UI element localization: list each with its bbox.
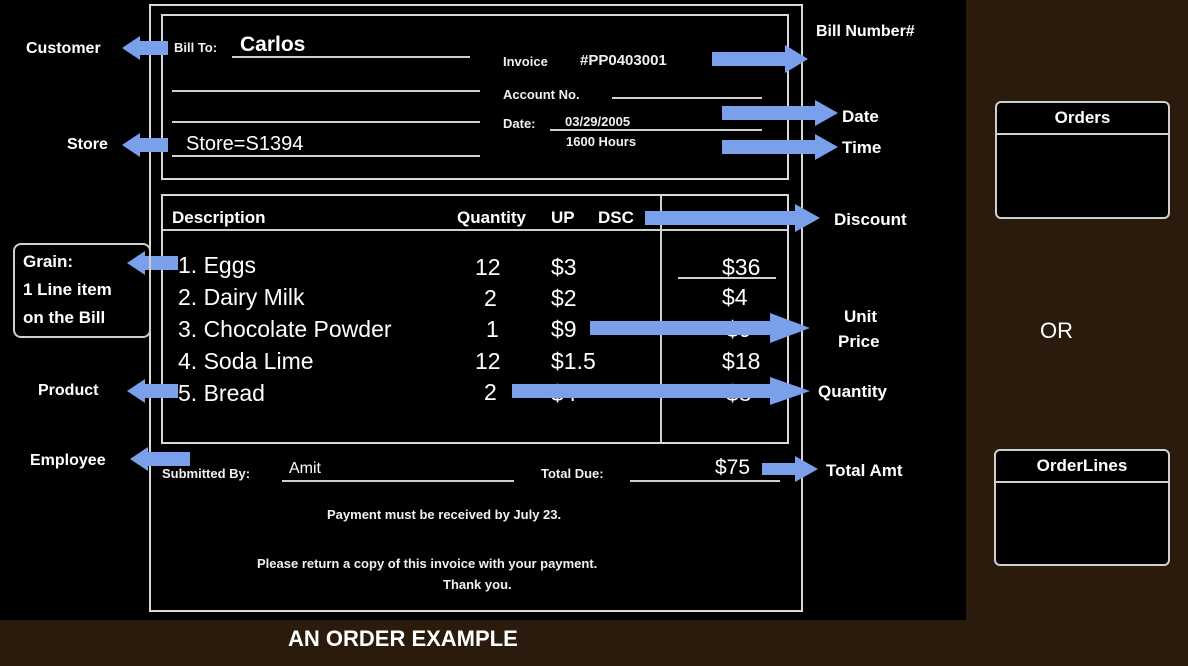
bill-number-label: Bill Number# [816, 23, 915, 40]
item-qty: 12 [475, 254, 501, 280]
total-amt-arrow-icon [762, 456, 818, 482]
item-up: $9 [551, 316, 577, 342]
invoice-number: #PP0403001 [580, 52, 667, 69]
store-line [172, 155, 480, 157]
account-label: Account No. [503, 87, 580, 102]
submitted-line [282, 480, 514, 482]
col-up: UP [551, 208, 575, 227]
item-desc: 5. Bread [178, 380, 265, 406]
orders-entity-title: Orders [997, 103, 1168, 135]
col-dsc: DSC [598, 208, 634, 227]
quantity-arrow-icon [512, 377, 810, 405]
or-text: OR [1040, 318, 1073, 343]
employee-arrow-icon [130, 447, 190, 471]
time-ann-label: Time [842, 138, 882, 157]
invoice-items-box [161, 194, 789, 444]
item-desc: 2. Dairy Milk [178, 284, 305, 310]
bill-to-value: Carlos [240, 33, 306, 56]
date-line [550, 129, 762, 131]
customer-arrow-icon [122, 36, 168, 60]
total-amt-label: Total Amt [826, 461, 903, 480]
item-desc: 1. Eggs [178, 252, 256, 278]
time-arrow-icon [722, 134, 838, 160]
address-line-2 [172, 121, 480, 123]
bill-to-line [232, 56, 470, 58]
discount-label: Discount [834, 210, 907, 229]
invoice-header-box [161, 14, 789, 180]
grain-line-item: 1 Line item [23, 280, 112, 299]
item-up: $3 [551, 254, 577, 280]
submitted-label: Submitted By: [162, 466, 251, 481]
item-amount: $18 [722, 348, 761, 374]
amount-column-divider [660, 196, 662, 442]
thank-you: Thank you. [443, 577, 512, 592]
orderlines-entity: OrderLines [994, 449, 1170, 566]
arrow-overlay [122, 36, 838, 482]
account-line [612, 97, 762, 99]
product-label: Product [38, 382, 99, 399]
item-desc: 4. Soda Lime [178, 348, 314, 374]
quantity-ann-label: Quantity [818, 382, 887, 401]
item-amount-underline [678, 277, 776, 279]
date-label: Date: [503, 116, 536, 131]
return-note: Please return a copy of this invoice wit… [257, 556, 598, 571]
bill-number-arrow-icon [712, 45, 808, 73]
item-up: $2 [551, 285, 577, 311]
caption: AN ORDER EXAMPLE [288, 626, 518, 651]
unit-price-label-1: Unit [844, 307, 878, 326]
employee-label: Employee [30, 452, 106, 469]
total-due-line [630, 480, 780, 482]
bill-to-label: Bill To: [174, 40, 218, 55]
item-qty: 2 [484, 379, 497, 405]
orderlines-entity-title: OrderLines [996, 451, 1168, 483]
orders-entity: Orders [995, 101, 1170, 219]
payment-note: Payment must be received by July 23. [327, 507, 562, 522]
unit-price-label-2: Price [838, 332, 880, 351]
grain-label: Grain: [23, 252, 74, 271]
invoice-label: Invoice [503, 54, 548, 69]
grain-on-bill: on the Bill [23, 308, 106, 327]
col-quantity: Quantity [457, 208, 526, 227]
discount-arrow-icon [645, 204, 820, 232]
submitted-value: Amit [289, 460, 321, 477]
item-qty: 2 [484, 285, 497, 311]
total-due-value: $75 [715, 456, 751, 479]
table-header-line [163, 229, 787, 231]
date-ann-label: Date [842, 107, 879, 126]
date-value: 03/29/2005 [565, 114, 631, 129]
item-desc: 3. Chocolate Powder [178, 316, 392, 342]
product-arrow-icon [127, 379, 178, 403]
store-label: Store [67, 136, 108, 153]
item-qty: 1 [486, 316, 499, 342]
item-amount: $36 [722, 254, 761, 280]
store-value: Store=S1394 [186, 133, 304, 155]
total-due-label: Total Due: [541, 466, 604, 481]
time-value: 1600 Hours [566, 134, 637, 149]
store-arrow-icon [122, 133, 168, 157]
item-up: $1.5 [551, 348, 596, 374]
address-line-1 [172, 90, 480, 92]
col-description: Description [172, 208, 266, 227]
date-arrow-icon [722, 100, 838, 126]
grain-box [13, 243, 151, 338]
item-amount: $4 [722, 284, 748, 310]
customer-label: Customer [26, 40, 101, 57]
item-qty: 12 [475, 348, 501, 374]
unit-price-arrow-icon [590, 313, 810, 343]
grain-arrow-icon [127, 251, 178, 275]
